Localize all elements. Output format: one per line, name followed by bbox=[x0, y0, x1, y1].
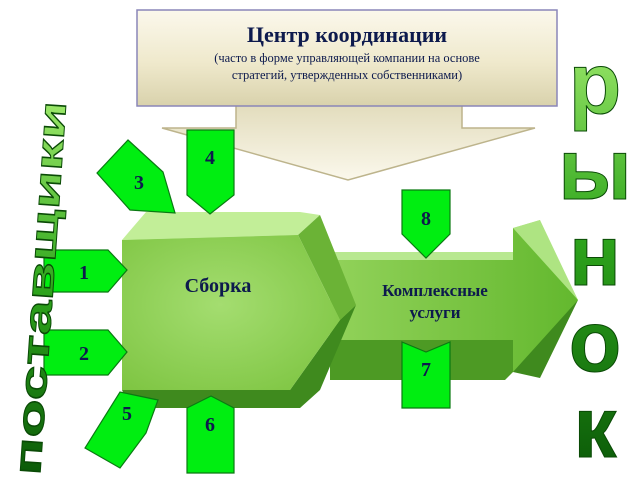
input-arrow-8: 8 bbox=[401, 189, 451, 259]
market-letter: к bbox=[573, 380, 617, 476]
assembly-label: Сборка bbox=[185, 275, 252, 297]
assembly-block: Сборка bbox=[122, 212, 356, 408]
input-label-6: 6 bbox=[205, 414, 215, 436]
input-label-3: 3 bbox=[134, 172, 144, 194]
input-label-4: 4 bbox=[205, 147, 215, 169]
input-label-8: 8 bbox=[421, 208, 431, 230]
market-letter: р bbox=[569, 36, 622, 132]
input-label-1: 1 bbox=[79, 262, 89, 284]
complex-services-arrow: Комплексные услуги bbox=[330, 220, 578, 380]
input-label-2: 2 bbox=[79, 343, 89, 365]
coordination-title: Центр координации bbox=[247, 22, 448, 47]
input-arrow-1: 1 bbox=[43, 249, 128, 293]
input-label-7: 7 bbox=[421, 359, 431, 381]
coordination-funnel-arrow bbox=[161, 103, 536, 181]
market-letter: ы bbox=[558, 122, 629, 218]
market-letter: н bbox=[569, 208, 621, 304]
input-label-5: 5 bbox=[122, 403, 132, 425]
input-arrow-4: 4 bbox=[186, 129, 235, 215]
input-arrow-7: 7 bbox=[401, 341, 451, 409]
input-arrow-3: 3 bbox=[96, 139, 176, 214]
input-arrow-5: 5 bbox=[84, 391, 159, 469]
coordination-subtitle-line1: (часто в форме управляющей компании на о… bbox=[214, 51, 480, 65]
input-arrow-2: 2 bbox=[43, 329, 128, 376]
coordination-subtitle-line2: стратегий, утвержденных собственниками) bbox=[232, 68, 462, 82]
complex-services-label-line2: услуги bbox=[409, 303, 460, 322]
complex-services-label-line1: Комплексные bbox=[382, 281, 488, 300]
input-arrow-6: 6 bbox=[186, 395, 235, 474]
market-letter: о bbox=[569, 294, 622, 390]
coordination-center: Центр координации (часто в форме управля… bbox=[136, 9, 558, 181]
coordination-box bbox=[136, 9, 558, 107]
